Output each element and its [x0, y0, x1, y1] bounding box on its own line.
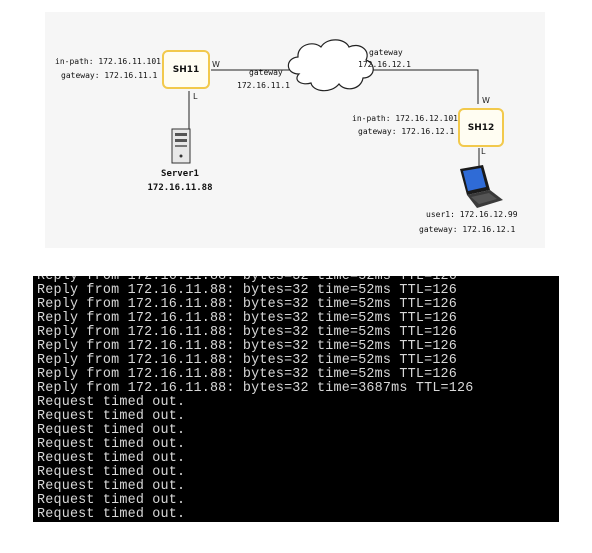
sh12-inpath: in-path: 172.16.12.101: [352, 114, 458, 123]
terminal-line: Reply from 172.16.11.88: bytes=32 time=5…: [37, 297, 458, 312]
network-diagram: SH11 in-path: 172.16.11.101 gateway: 172…: [45, 12, 545, 248]
server-ip: 172.16.11.88: [147, 183, 213, 193]
terminal-line: Reply from 172.16.11.88: bytes=32 time=5…: [37, 276, 458, 284]
sh12-gateway: gateway: 172.16.12.1: [358, 127, 455, 136]
sh12-port-w: W: [482, 96, 490, 105]
sh12-device[interactable]: SH12: [458, 108, 504, 147]
terminal-line: Request timed out.: [37, 465, 186, 480]
terminal-line: Reply from 172.16.11.88: bytes=32 time=5…: [37, 283, 458, 298]
sh11-label: SH11: [172, 64, 200, 75]
terminal-line: Reply from 172.16.11.88: bytes=32 time=5…: [37, 353, 458, 368]
wan-cloud-icon: [287, 39, 374, 92]
terminal-line: Request timed out.: [37, 395, 186, 410]
wan-left-title: gateway: [249, 68, 283, 77]
laptop-icon: [460, 165, 503, 208]
sh11-gateway: gateway: 172.16.11.1: [61, 71, 158, 80]
server-name: Server1: [161, 169, 199, 179]
terminal-line: Reply from 172.16.11.88: bytes=32 time=5…: [37, 339, 458, 354]
wan-left-ip: 172.16.11.1: [237, 81, 290, 90]
ping-terminal[interactable]: Reply from 172.16.11.88: bytes=32 time=5…: [33, 276, 559, 522]
terminal-line: Request timed out.: [37, 409, 186, 424]
terminal-line: Request timed out.: [37, 479, 186, 494]
terminal-line: Reply from 172.16.11.88: bytes=32 time=5…: [37, 325, 458, 340]
link-cloud-sh12: [357, 69, 479, 104]
terminal-line: Request timed out.: [37, 451, 186, 466]
terminal-line: Request timed out.: [37, 423, 186, 438]
server-icon: [171, 128, 191, 164]
sh11-device[interactable]: SH11: [162, 50, 210, 89]
wan-right-ip: 172.16.12.1: [358, 60, 411, 69]
terminal-line: Request timed out.: [37, 493, 186, 508]
terminal-line: Reply from 172.16.11.88: bytes=32 time=3…: [37, 381, 474, 396]
sh11-port-l: L: [193, 92, 198, 101]
terminal-line: Reply from 172.16.11.88: bytes=32 time=5…: [37, 311, 458, 326]
user-ip: user1: 172.16.12.99: [426, 210, 518, 219]
terminal-line: Reply from 172.16.11.88: bytes=32 time=5…: [37, 367, 458, 382]
terminal-line: Request timed out.: [37, 507, 186, 522]
user-gateway: gateway: 172.16.12.1: [419, 225, 516, 234]
sh12-label: SH12: [467, 122, 495, 133]
terminal-line: Request timed out.: [37, 437, 186, 452]
diagram-canvas: [171, 39, 503, 208]
sh12-port-l: L: [481, 147, 486, 156]
sh11-inpath: in-path: 172.16.11.101: [55, 57, 161, 66]
wan-right-title: gateway: [369, 48, 403, 57]
sh11-port-w: W: [212, 60, 220, 69]
